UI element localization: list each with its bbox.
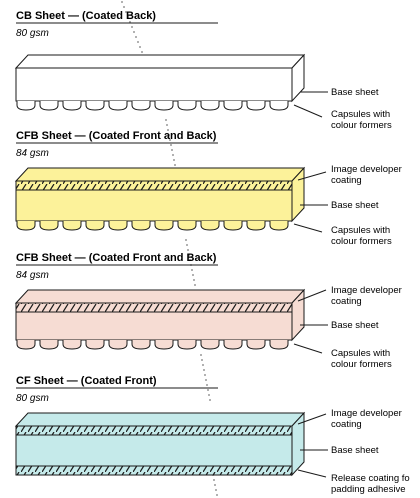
sheet-weight: 84 gsm	[16, 270, 49, 281]
sheet-cfb-1: CFB Sheet — (Coated Front and Back) 84 g…	[14, 130, 402, 247]
sheet-title: CF Sheet — (Coated Front)	[16, 375, 157, 387]
label-coating: coating	[331, 419, 362, 430]
label-capsules: Capsules with	[331, 225, 390, 236]
label-image-developer: Image developer	[331, 164, 402, 175]
leader-lines	[293, 289, 328, 354]
label-colour-formers: colour formers	[331, 120, 392, 131]
label-base-sheet: Base sheet	[331, 87, 379, 98]
label-base-sheet: Base sheet	[331, 445, 379, 456]
release-coating	[15, 465, 293, 476]
sheet-block	[14, 288, 306, 342]
label-image-developer: Image developer	[331, 408, 402, 419]
sheet-weight: 84 gsm	[16, 148, 49, 159]
capsule-row	[16, 221, 289, 231]
label-release-coating: Release coating fo	[331, 473, 410, 484]
label-capsules: Capsules with	[331, 348, 390, 359]
leader-lines	[293, 91, 328, 118]
leader-lines	[293, 171, 328, 233]
label-coating: coating	[331, 296, 362, 307]
sheet-block	[14, 166, 306, 223]
label-padding-adhesive: padding adhesive	[331, 484, 405, 495]
sheet-title: CB Sheet — (Coated Back)	[16, 10, 156, 22]
sheet-block	[14, 411, 306, 477]
sheet-cf: CF Sheet — (Coated Front) 80 gsm Image d…	[14, 375, 410, 495]
sheet-weight: 80 gsm	[16, 28, 49, 39]
label-colour-formers: colour formers	[331, 359, 392, 370]
developer-coating	[15, 180, 293, 191]
sheet-title: CFB Sheet — (Coated Front and Back)	[16, 252, 217, 264]
label-image-developer: Image developer	[331, 285, 402, 296]
leader-lines	[297, 413, 328, 478]
label-capsules: Capsules with	[331, 109, 390, 120]
developer-coating	[15, 302, 293, 313]
developer-coating	[15, 425, 293, 436]
sheet-cb: CB Sheet — (Coated Back) 80 gsm Base	[14, 10, 392, 131]
label-base-sheet: Base sheet	[331, 200, 379, 211]
capsule-row	[16, 101, 289, 111]
sheet-title: CFB Sheet — (Coated Front and Back)	[16, 130, 217, 142]
label-coating: coating	[331, 175, 362, 186]
label-colour-formers: colour formers	[331, 236, 392, 247]
sheet-cfb-2: CFB Sheet — (Coated Front and Back) 84 g…	[14, 252, 402, 370]
sheet-weight: 80 gsm	[16, 393, 49, 404]
sheet-block	[14, 53, 306, 103]
label-base-sheet: Base sheet	[331, 320, 379, 331]
capsule-row	[16, 340, 289, 350]
